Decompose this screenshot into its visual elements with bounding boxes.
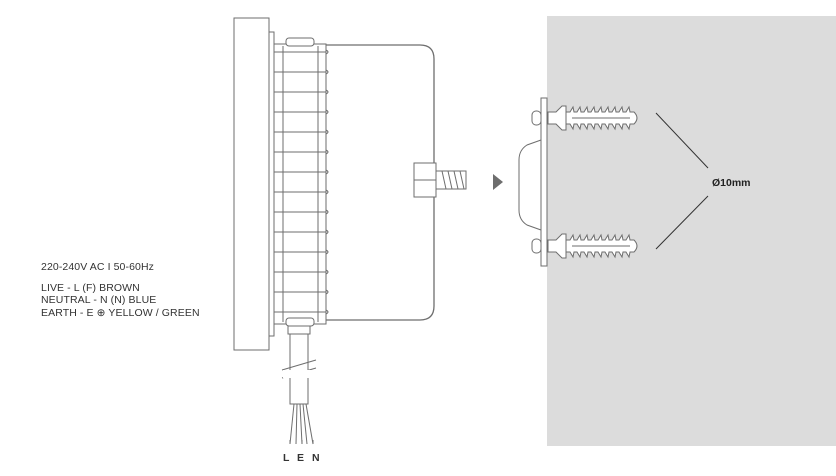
wall-plug: [547, 105, 638, 131]
diameter-leader-lines: [655, 112, 709, 250]
earth-wire-spec: EARTH - E ⊕ YELLOW / GREEN: [41, 306, 200, 319]
hole-diameter-label: Ø10mm: [712, 177, 751, 189]
heatsink-fins: [274, 46, 329, 322]
front-frame: [233, 17, 270, 351]
neutral-wire-spec: NEUTRAL - N (N) BLUE: [41, 294, 157, 306]
power-cable: [289, 333, 309, 405]
cable-wires: [289, 403, 314, 445]
wire-label-earth: E: [297, 452, 305, 464]
wire-label-live: L: [283, 452, 290, 464]
wall-panel: [547, 16, 836, 446]
wall-plug-icon: [547, 105, 638, 259]
play-triangle-icon: [493, 174, 503, 190]
wall-plug: [547, 233, 638, 259]
voltage-spec: 220-240V AC I 50-60Hz: [41, 261, 155, 273]
luminaire-side-view: [233, 17, 467, 445]
wire-label-neutral: N: [312, 452, 321, 464]
mounting-base: [518, 97, 548, 267]
screw-icon: [435, 170, 467, 190]
live-wire-spec: LIVE - L (F) BROWN: [41, 281, 140, 294]
electrical-specs: 220-240V AC I 50-60Hz LIVE - L (F) BROWN…: [41, 261, 200, 319]
cable-gland: [287, 325, 311, 335]
